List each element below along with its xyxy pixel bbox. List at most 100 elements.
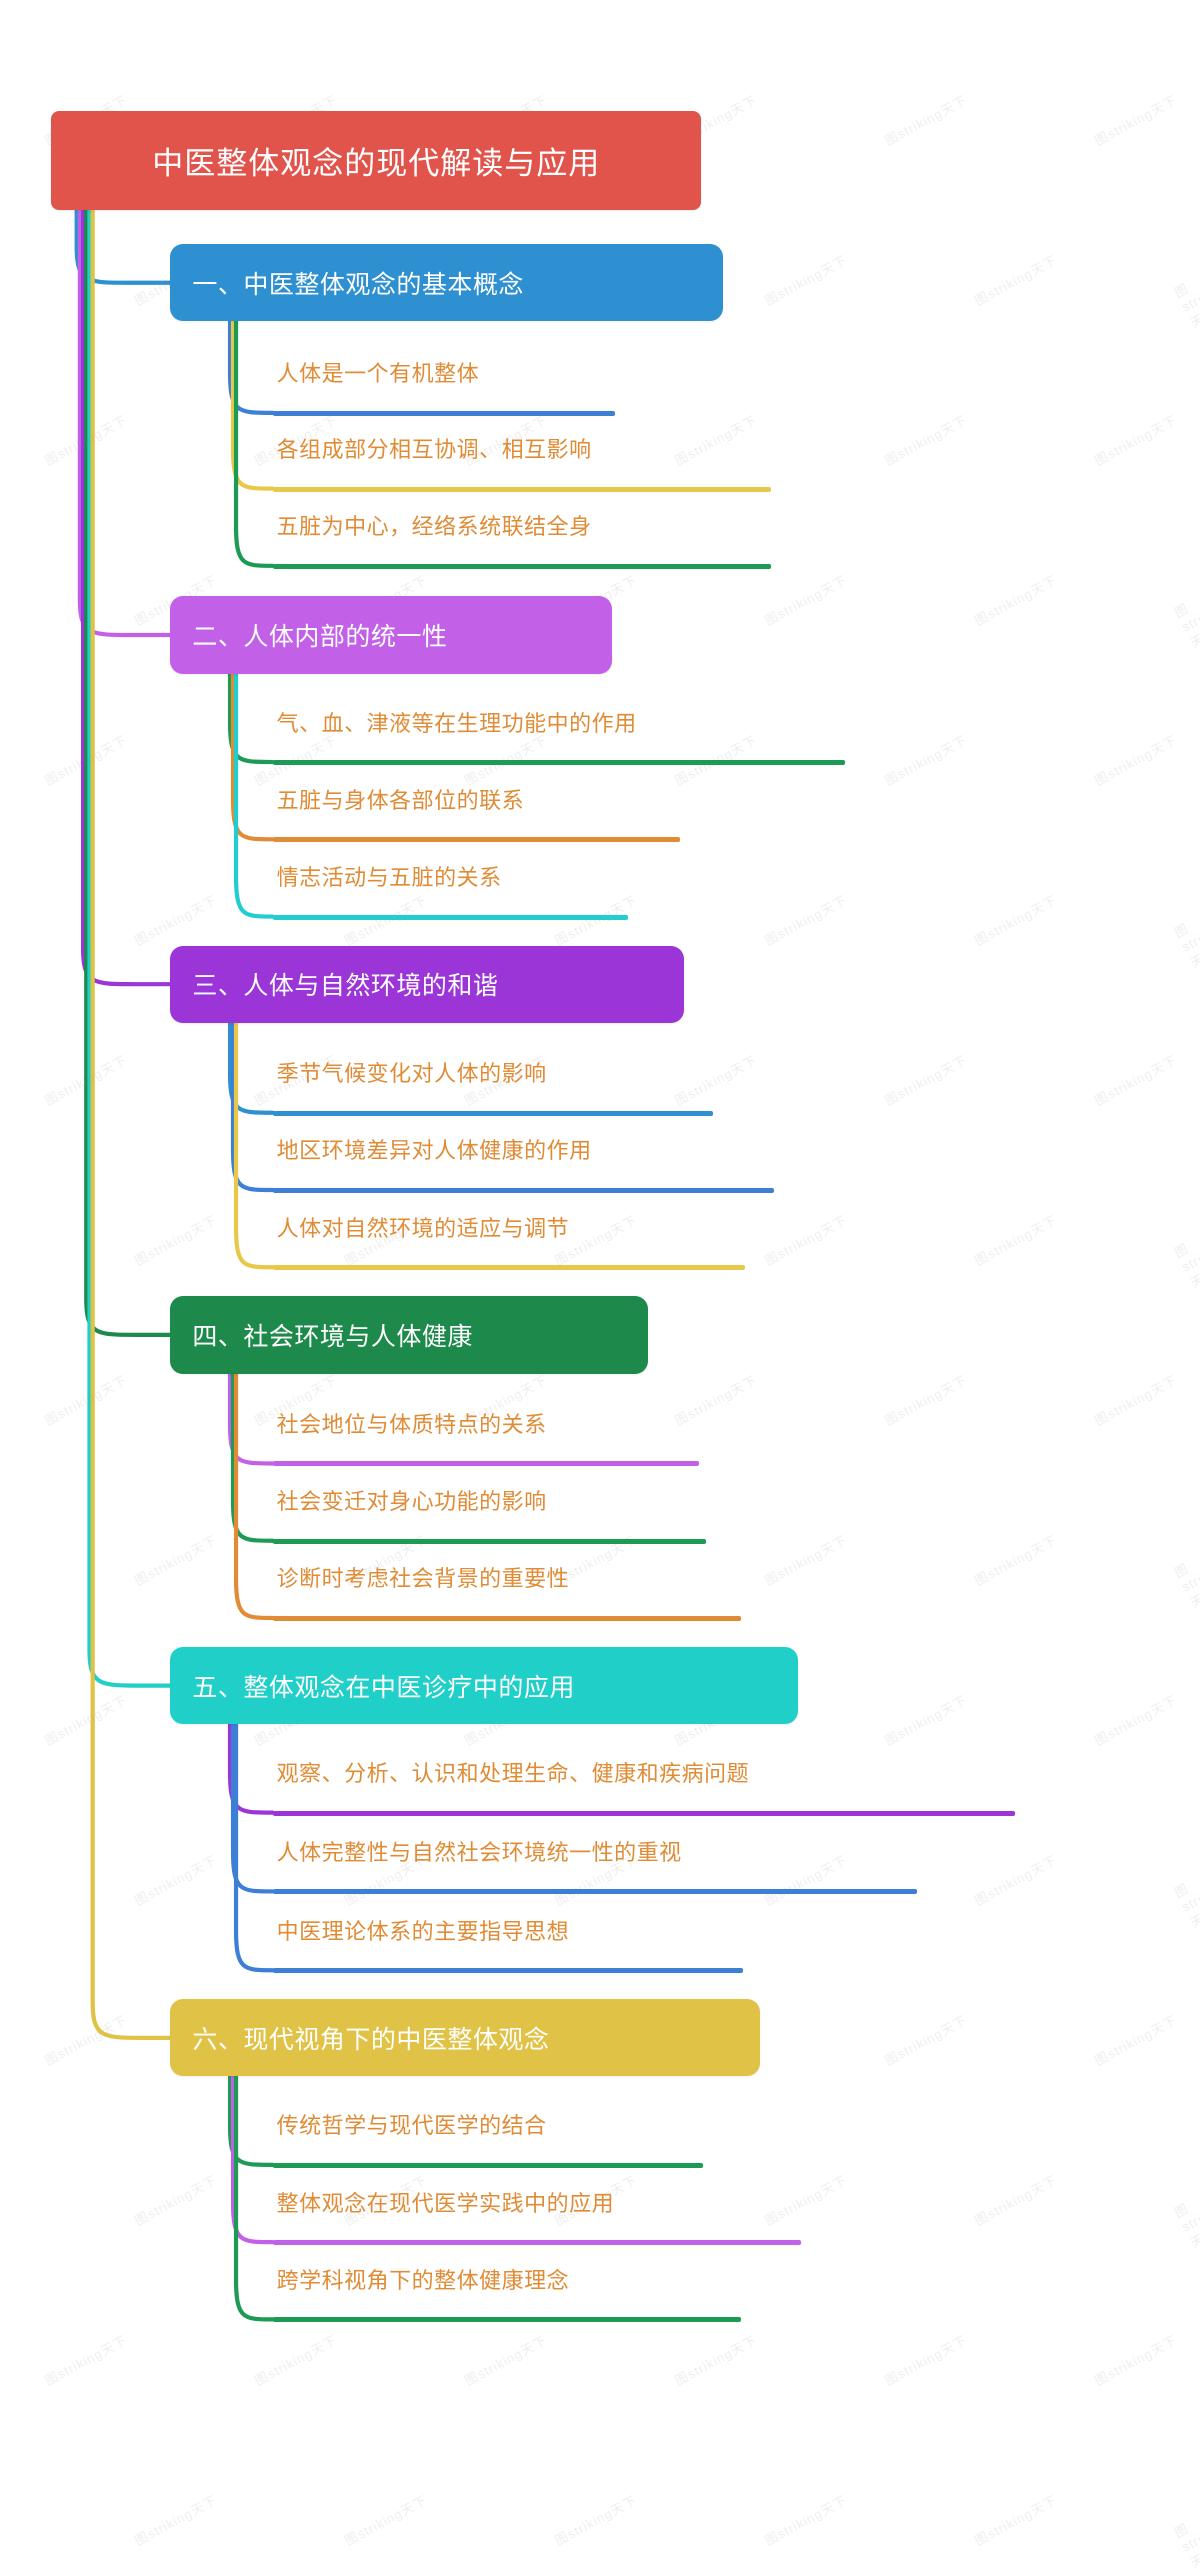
leaf-node-3-1-label: 季节气候变化对人体的影响 (276, 1061, 547, 1087)
leaf-node-1-1[interactable]: 人体是一个有机整体 (273, 355, 615, 408)
leaf-node-3-3[interactable]: 人体对自然环境的适应与调节 (273, 1210, 746, 1263)
watermark: 图striking天下 (882, 2332, 970, 2389)
branch-node-5[interactable]: 五、整体观念在中医诊疗中的应用 (170, 1646, 799, 1725)
watermark: 图striking天下 (672, 2332, 760, 2389)
watermark: 图striking天下 (42, 412, 130, 469)
watermark: 图striking天下 (882, 2012, 970, 2069)
leaf-node-1-1-label: 人体是一个有机整体 (276, 361, 480, 387)
watermark: 图striking天下 (972, 2172, 1060, 2229)
branch-node-6-label: 六、现代视角下的中医整体观念 (192, 2026, 550, 2054)
leaf-underline-5-1 (272, 1810, 1016, 1816)
watermark: 图striking天下 (882, 1372, 970, 1429)
root-node: 中医整体观念的现代解读与应用 (51, 111, 702, 211)
leaf-underline-3-2 (272, 1188, 774, 1193)
watermark: 图striking天下 (1092, 92, 1180, 149)
watermark: 图striking天下 (762, 1212, 850, 1269)
leaf-node-2-2-label: 五脏与身体各部位的联系 (276, 787, 525, 813)
leaf-underline-6-3 (272, 2317, 742, 2323)
connector-path (230, 319, 275, 491)
leaf-node-6-3-label: 跨学科视角下的整体健康理念 (276, 2267, 570, 2293)
watermark: 图striking天下 (972, 1532, 1060, 1589)
leaf-underline-4-3 (272, 1615, 742, 1621)
leaf-underline-1-3 (272, 563, 772, 569)
branch-node-2[interactable]: 二、人体内部的统一性 (170, 596, 612, 674)
branch-node-1[interactable]: 一、中医整体观念的基本概念 (170, 244, 723, 322)
watermark: 图striking天下 (42, 732, 130, 789)
connector-path (233, 1371, 275, 1621)
leaf-underline-3-3 (272, 1265, 746, 1271)
watermark: 图striking天下 (1092, 1052, 1180, 1109)
watermark: 图striking天下 (882, 412, 970, 469)
watermark: 图striking天下 (132, 1212, 220, 1269)
watermark: 图striking天下 (552, 2492, 640, 2549)
watermark: 图striking天下 (762, 1532, 850, 1589)
connector-path (227, 2074, 275, 2168)
leaf-underline-1-1 (272, 410, 615, 416)
watermark: 图striking天下 (1092, 412, 1180, 469)
leaf-node-4-2-label: 社会变迁对身心功能的影响 (276, 1489, 547, 1515)
watermark: 图striking天下 (882, 1692, 970, 1749)
branch-node-4[interactable]: 四、社会环境与人体健康 (170, 1296, 648, 1374)
leaf-underline-6-1 (272, 2162, 703, 2168)
branch-node-2-label: 二、人体内部的统一性 (192, 623, 448, 651)
leaf-node-4-2[interactable]: 社会变迁对身心功能的影响 (273, 1483, 706, 1536)
leaf-underline-1-2 (272, 486, 772, 492)
leaf-node-5-2[interactable]: 人体完整性与自然社会环境统一性的重视 (273, 1834, 918, 1887)
leaf-node-2-3[interactable]: 情志活动与五脏的关系 (273, 859, 628, 912)
connector-path (80, 208, 173, 987)
watermark: 图striking天下 (1171, 278, 1200, 331)
leaf-node-2-2[interactable]: 五脏与身体各部位的联系 (273, 782, 681, 835)
watermark: 图striking天下 (1171, 1558, 1200, 1611)
leaf-node-5-1[interactable]: 观察、分析、认识和处理生命、健康和疾病问题 (273, 1755, 1016, 1808)
leaf-node-6-1-label: 传统哲学与现代医学的结合 (276, 2113, 547, 2139)
leaf-underline-6-2 (272, 2240, 801, 2246)
leaf-node-1-3[interactable]: 五脏为中心，经络系统联结全身 (273, 508, 771, 561)
connector-path (227, 1722, 275, 1815)
leaf-node-6-2[interactable]: 整体观念在现代医学实践中的应用 (273, 2185, 801, 2238)
leaf-node-5-3[interactable]: 中医理论体系的主要指导思想 (273, 1913, 743, 1966)
leaf-underline-2-1 (272, 760, 845, 766)
leaf-node-4-1[interactable]: 社会地位与体质特点的关系 (273, 1406, 699, 1459)
connector-path (87, 208, 173, 1688)
leaf-node-6-1[interactable]: 传统哲学与现代医学的结合 (273, 2107, 703, 2160)
leaf-node-6-3[interactable]: 跨学科视角下的整体健康理念 (273, 2262, 742, 2315)
watermark: 图striking天下 (1171, 1238, 1200, 1291)
connector-path (74, 208, 173, 285)
watermark: 图striking天下 (1171, 598, 1200, 651)
watermark: 图striking天下 (1092, 1692, 1180, 1749)
leaf-node-3-2-label: 地区环境差异对人体健康的作用 (276, 1138, 592, 1164)
connector-path (230, 1020, 275, 1193)
root-node-label: 中医整体观念的现代解读与应用 (152, 146, 601, 182)
branch-node-3-label: 三、人体与自然环境的和谐 (192, 973, 499, 1001)
branch-node-6[interactable]: 六、现代视角下的中医整体观念 (170, 1999, 760, 2077)
leaf-node-4-1-label: 社会地位与体质特点的关系 (276, 1411, 547, 1437)
leaf-node-3-2[interactable]: 地区环境差异对人体健康的作用 (273, 1132, 774, 1185)
watermark: 图striking天下 (342, 2492, 430, 2549)
leaf-underline-4-2 (272, 1538, 706, 1544)
watermark: 图striking天下 (972, 572, 1060, 629)
connector-path (233, 671, 275, 919)
watermark: 图striking天下 (1171, 2198, 1200, 2251)
watermark: 图striking天下 (882, 732, 970, 789)
leaf-underline-3-1 (272, 1110, 713, 1116)
watermark: 图striking天下 (972, 1212, 1060, 1269)
connector-path (233, 319, 275, 568)
watermark: 图striking天下 (42, 2332, 130, 2389)
leaf-node-3-1[interactable]: 季节气候变化对人体的影响 (273, 1055, 713, 1108)
watermark: 图striking天下 (762, 252, 850, 309)
leaf-node-5-1-label: 观察、分析、认识和处理生命、健康和疾病问题 (276, 1761, 750, 1787)
watermark: 图striking天下 (42, 1052, 130, 1109)
watermark: 图striking天下 (1171, 1878, 1200, 1931)
watermark: 图striking天下 (762, 892, 850, 949)
watermark: 图striking天下 (1092, 732, 1180, 789)
leaf-node-4-3[interactable]: 诊断时考虑社会背景的重要性 (273, 1560, 742, 1613)
watermark: 图striking天下 (252, 2332, 340, 2389)
leaf-node-2-1[interactable]: 气、血、津液等在生理功能中的作用 (273, 705, 845, 758)
leaf-node-1-3-label: 五脏为中心，经络系统联结全身 (276, 514, 592, 540)
connector-path (77, 208, 173, 638)
branch-node-3[interactable]: 三、人体与自然环境的和谐 (170, 945, 685, 1023)
connector-path (230, 671, 275, 842)
leaf-node-1-2[interactable]: 各组成部分相互协调、相互影响 (273, 431, 771, 484)
connector-path (227, 1020, 275, 1115)
